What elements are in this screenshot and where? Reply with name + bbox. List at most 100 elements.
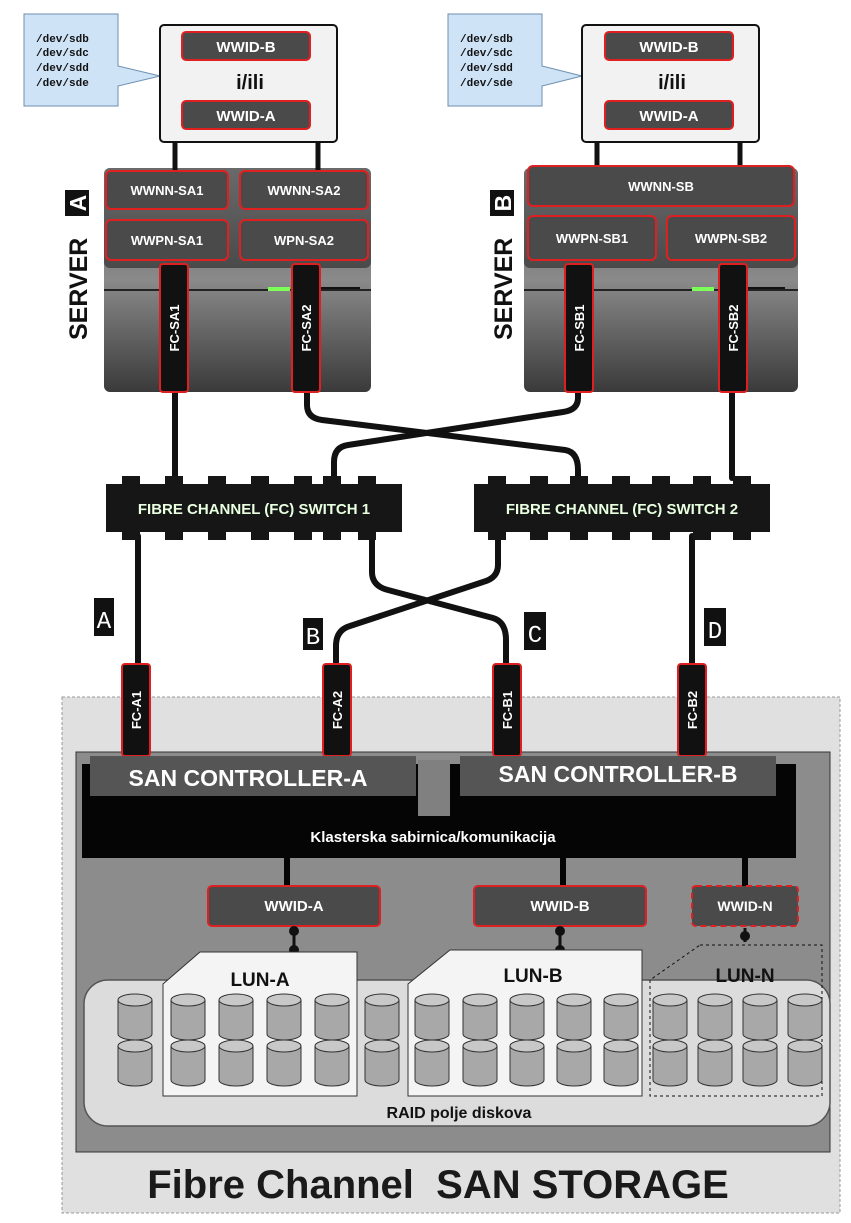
disk-icon bbox=[556, 993, 592, 1041]
server-a-device-3: /dev/sdd bbox=[36, 63, 89, 75]
path-d-label: D bbox=[708, 619, 722, 646]
disk-icon bbox=[218, 1039, 254, 1087]
server-b-device-callout bbox=[447, 13, 583, 107]
raid-disks bbox=[117, 993, 823, 1087]
server-a-port-1: FC-SA1 bbox=[167, 305, 182, 352]
raid-label: RAID polje diskova bbox=[387, 1105, 532, 1122]
disk-icon bbox=[414, 1039, 450, 1087]
path-c-marker bbox=[524, 612, 546, 650]
cluster-bus-label: Klasterska sabirnica/komunikacija bbox=[310, 829, 556, 846]
storage-port-a1: FC-A1 bbox=[129, 691, 144, 729]
disk-icon bbox=[266, 1039, 302, 1087]
path-b-marker bbox=[303, 618, 323, 650]
server-b-title-letter: B bbox=[490, 195, 516, 212]
server-a-wwnn-1: WWNN-SA1 bbox=[131, 183, 204, 198]
host-switch-cables bbox=[172, 389, 735, 481]
server-a-or-label: i/ili bbox=[236, 72, 264, 94]
server-a-title-letter: A bbox=[65, 195, 91, 212]
server-b-or-label: i/ili bbox=[658, 72, 686, 94]
disk-icon bbox=[364, 1039, 400, 1087]
disk-icon bbox=[556, 1039, 592, 1087]
server-a-os-wwid-top: WWID-B bbox=[216, 39, 275, 56]
server-a-device-4: /dev/sde bbox=[36, 78, 89, 90]
server-a-device-2: /dev/sdc bbox=[36, 48, 89, 60]
disk-icon bbox=[462, 993, 498, 1041]
disk-icon bbox=[170, 1039, 206, 1087]
storage-footer-title: Fibre Channel SAN STORAGE bbox=[147, 1163, 729, 1207]
storage-wwid-n: WWID-N bbox=[717, 898, 772, 914]
lun-n-label: LUN-N bbox=[715, 966, 774, 987]
server-a-device-1: /dev/sdb bbox=[36, 34, 89, 46]
server-b-os-wwid-top: WWID-B bbox=[639, 39, 698, 56]
server-a-led bbox=[268, 287, 290, 291]
controller-interlink bbox=[418, 760, 450, 816]
disk-icon bbox=[787, 993, 823, 1041]
storage-port-b2: FC-B2 bbox=[685, 691, 700, 729]
controller-b-box bbox=[460, 756, 776, 796]
disk-icon bbox=[652, 993, 688, 1041]
server-b-device-4: /dev/sde bbox=[460, 78, 513, 90]
disk-icon bbox=[787, 1039, 823, 1087]
controller-b-label: SAN CONTROLLER-B bbox=[499, 761, 738, 787]
path-b-label: B bbox=[306, 625, 320, 652]
server-a-wwpn-2: WPN-SA2 bbox=[274, 233, 334, 248]
server-a-title: SERVER bbox=[65, 238, 93, 340]
storage-port-a2: FC-A2 bbox=[330, 691, 345, 729]
server-b-device-3: /dev/sdd bbox=[460, 63, 513, 75]
disk-icon bbox=[603, 993, 639, 1041]
disk-icon bbox=[462, 1039, 498, 1087]
server-b-led bbox=[692, 287, 714, 291]
path-a-marker bbox=[94, 598, 114, 636]
server-b-os-wwid-bottom: WWID-A bbox=[639, 108, 698, 125]
lun-b-label: LUN-B bbox=[503, 966, 562, 987]
disk-icon bbox=[414, 993, 450, 1041]
fc-switch-2 bbox=[474, 476, 770, 540]
storage-wwid-a: WWID-A bbox=[264, 898, 323, 915]
disk-icon bbox=[170, 993, 206, 1041]
server-a-device-callout bbox=[23, 13, 161, 107]
switch-2-label: FIBRE CHANNEL (FC) SWITCH 2 bbox=[506, 501, 738, 518]
server-b-port-2: FC-SB2 bbox=[726, 305, 741, 352]
disk-icon bbox=[314, 1039, 350, 1087]
server-a-wwnn-2: WWNN-SA2 bbox=[268, 183, 341, 198]
server-b-wwnn: WWNN-SB bbox=[628, 179, 694, 194]
disk-icon bbox=[509, 1039, 545, 1087]
lun-a-panel bbox=[162, 951, 358, 1097]
disk-icon bbox=[697, 1039, 733, 1087]
disk-icon bbox=[218, 993, 254, 1041]
server-b-wwpn-1: WWPN-SB1 bbox=[556, 231, 628, 246]
disk-icon bbox=[742, 993, 778, 1041]
switch-storage-cables bbox=[135, 533, 695, 667]
server-a-port-2: FC-SA2 bbox=[299, 305, 314, 352]
storage-port-b1: FC-B1 bbox=[500, 691, 515, 729]
server-b-title: SERVER bbox=[490, 238, 518, 340]
disk-icon bbox=[117, 1039, 153, 1087]
disk-icon bbox=[509, 993, 545, 1041]
bus-links bbox=[284, 856, 748, 888]
lun-n-panel bbox=[649, 944, 823, 1097]
disk-icon bbox=[314, 993, 350, 1041]
disk-icon bbox=[603, 1039, 639, 1087]
disk-icon bbox=[652, 1039, 688, 1087]
path-c-label: C bbox=[528, 623, 542, 650]
path-a-label: A bbox=[97, 609, 112, 636]
lun-a-label: LUN-A bbox=[230, 970, 289, 991]
path-d-marker bbox=[704, 608, 726, 646]
disk-icon bbox=[364, 993, 400, 1041]
fc-switch-1 bbox=[106, 476, 402, 540]
disk-icon bbox=[742, 1039, 778, 1087]
disk-icon bbox=[697, 993, 733, 1041]
server-a-wwpn-1: WWPN-SA1 bbox=[131, 233, 203, 248]
controller-a-box bbox=[90, 756, 416, 796]
server-b-device-2: /dev/sdc bbox=[460, 48, 513, 60]
server-b-port-1: FC-SB1 bbox=[572, 305, 587, 352]
controller-a-label: SAN CONTROLLER-A bbox=[129, 765, 368, 791]
disk-icon bbox=[117, 993, 153, 1041]
server-b-wwpn-2: WWPN-SB2 bbox=[695, 231, 767, 246]
disk-icon bbox=[266, 993, 302, 1041]
server-a-os-wwid-bottom: WWID-A bbox=[216, 108, 275, 125]
switch-1-label: FIBRE CHANNEL (FC) SWITCH 1 bbox=[138, 501, 370, 518]
server-b-device-1: /dev/sdb bbox=[460, 34, 513, 46]
storage-wwid-b: WWID-B bbox=[530, 898, 589, 915]
